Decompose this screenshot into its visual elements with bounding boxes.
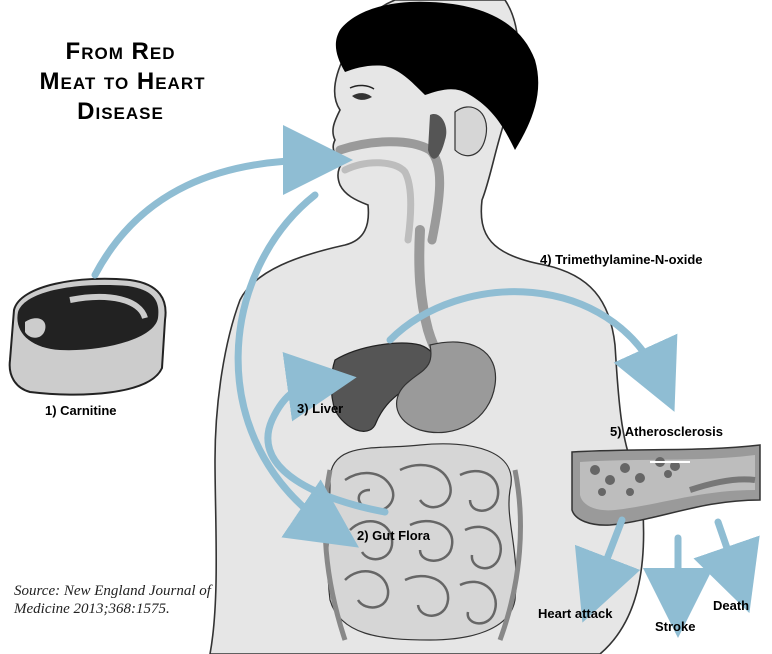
label-death: Death: [713, 598, 749, 613]
arrow-to-death: [718, 522, 738, 580]
source-line-1: Source: New England Journal of: [14, 582, 211, 600]
arrow-meat-to-mouth: [95, 160, 318, 275]
human-body-illustration: [210, 0, 644, 654]
title-line-2: Meat to Heart: [10, 68, 235, 96]
label-gut-flora: 2) Gut Flora: [357, 528, 430, 543]
steak-icon: [10, 279, 166, 395]
label-carnitine: 1) Carnitine: [45, 403, 117, 418]
label-atherosclerosis: 5) Atherosclerosis: [610, 424, 723, 439]
label-tmao: 4) Trimethylamine-N-oxide: [540, 252, 703, 267]
label-heart-attack: Heart attack: [538, 606, 612, 621]
title-line-1: From Red: [28, 38, 213, 66]
source-citation: Source: New England Journal of Medicine …: [14, 582, 211, 618]
title-text-3: Disease: [77, 98, 164, 125]
title-text-2: Meat to Heart: [40, 68, 206, 95]
title-text-1: From Red: [66, 38, 176, 65]
artery-cross-section: [572, 445, 760, 525]
label-stroke: Stroke: [655, 619, 695, 634]
title-line-3: Disease: [48, 98, 193, 126]
label-liver: 3) Liver: [297, 401, 343, 416]
source-line-2: Medicine 2013;368:1575.: [14, 600, 211, 618]
